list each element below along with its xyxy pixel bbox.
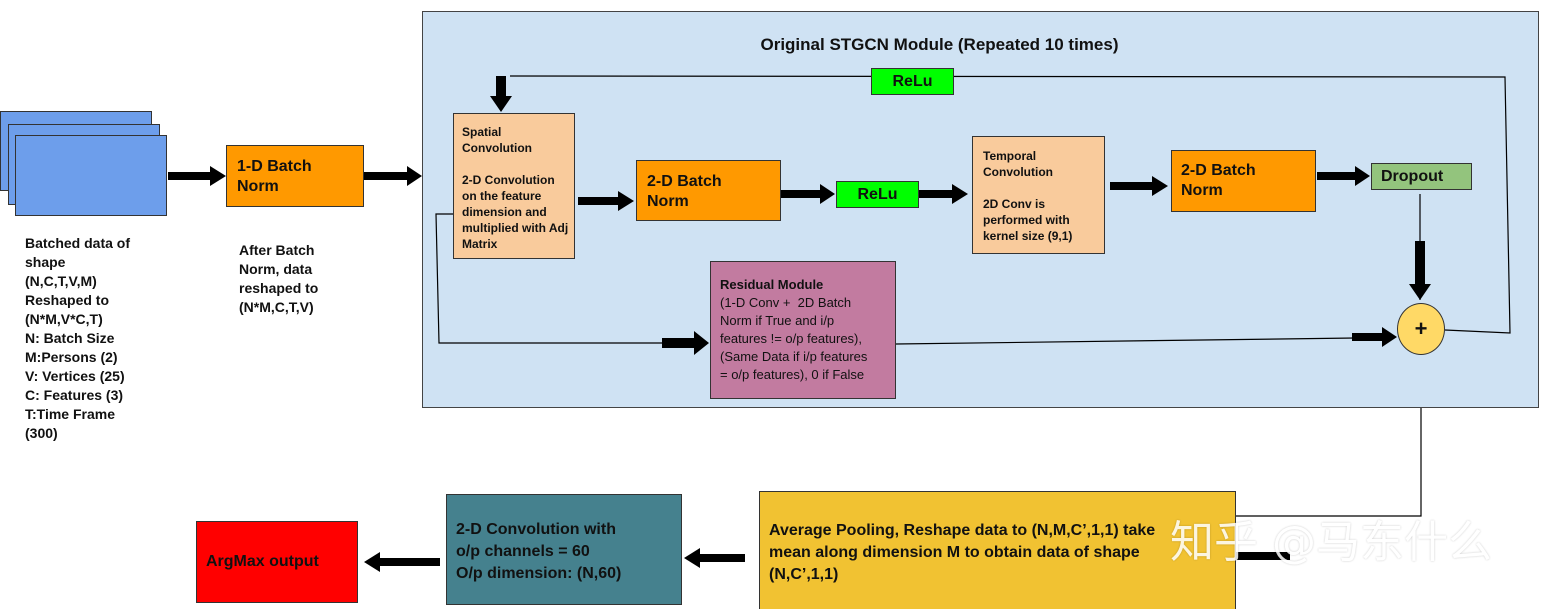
arrow-avgpool-conv: [684, 548, 745, 568]
arrow-bn2d-dropout: [1317, 166, 1370, 186]
arrow-conv-argmax: [364, 552, 440, 572]
sum-node: +: [1397, 303, 1445, 355]
relu-box-middle: ReLu: [836, 181, 919, 208]
module-exit-line: [1236, 408, 1422, 517]
batchnorm-1d-caption: After Batch Norm, data reshaped to (N*M,…: [239, 242, 319, 315]
output-convolution-box: 2-D Convolution with o/p channels = 60 O…: [446, 494, 682, 605]
average-pooling-label: Average Pooling, Reshape data to (N,M,C’…: [769, 522, 1156, 583]
residual-line: [435, 213, 665, 344]
arrow-dropout-sum: [1409, 241, 1431, 300]
batchnorm-2d-box-first: 2-D Batch Norm: [636, 160, 781, 221]
average-pooling-box: Average Pooling, Reshape data to (N,M,C’…: [759, 491, 1236, 609]
argmax-output-box: ArgMax output: [196, 521, 358, 603]
arrow-residual-sum: [1352, 327, 1397, 347]
residual-module-box: Residual Module (1-D Conv + 2D Batch Nor…: [710, 261, 896, 399]
residual-module-title: Residual Module: [720, 277, 824, 292]
arrow-relu-temporal: [919, 184, 968, 204]
arrow-spatial-bn2d: [578, 191, 634, 211]
arrow-into-residual: [662, 331, 709, 355]
relu-box-top: ReLu: [871, 68, 954, 95]
arrow-bn2d-relu: [781, 184, 835, 204]
temporal-convolution-box: Temporal Convolution 2D Conv is performe…: [972, 136, 1105, 254]
loop-line: [509, 75, 1511, 334]
residual-out-line: [895, 337, 1356, 345]
dropout-box: Dropout: [1371, 163, 1472, 190]
arrow-bn1d-module: [364, 166, 422, 186]
input-data-stack-front: [15, 135, 167, 216]
batchnorm-1d-box: 1-D Batch Norm: [226, 145, 364, 207]
module-title: Original STGCN Module (Repeated 10 times…: [760, 35, 1119, 54]
residual-module-description: (1-D Conv + 2D Batch Norm if True and i/…: [720, 295, 868, 382]
input-caption: Batched data of shape (N,C,T,V,M) Reshap…: [25, 235, 131, 441]
arrow-input-bn1d: [168, 166, 226, 186]
spatial-convolution-box: Spatial Convolution 2-D Convolution on t…: [453, 113, 575, 259]
argmax-output-label: ArgMax output: [206, 553, 319, 570]
watermark-text: 知乎 @马东什么: [1170, 517, 1492, 568]
arrow-module-avgpool: [1236, 552, 1290, 560]
arrow-temporal-bn2d: [1110, 176, 1168, 196]
arrow-loop-spatial: [490, 76, 512, 112]
batchnorm-2d-box-second: 2-D Batch Norm: [1171, 150, 1316, 212]
